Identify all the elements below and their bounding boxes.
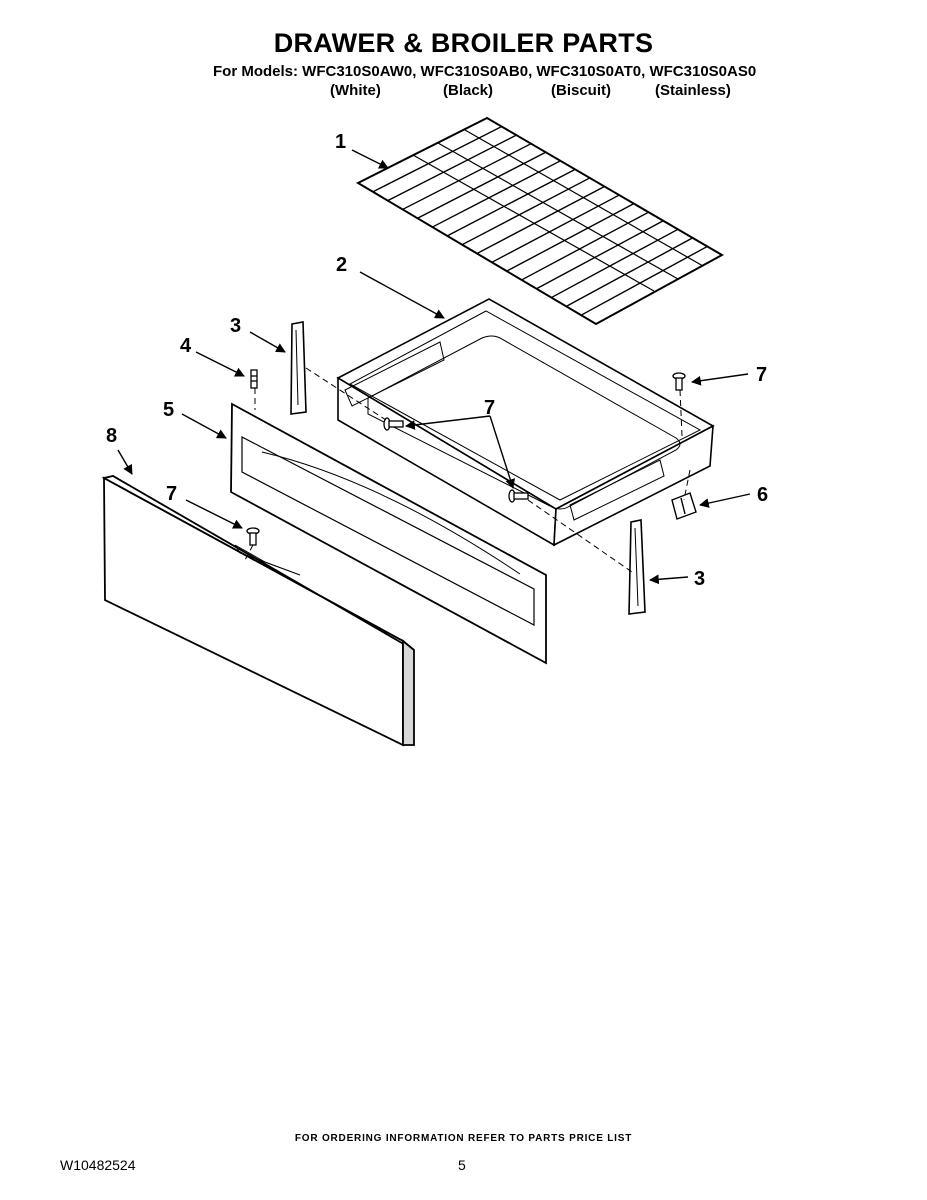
- callout-5: 5: [163, 399, 174, 421]
- rack-bar: [536, 220, 664, 290]
- assembly-lines: [244, 367, 691, 573]
- callout-7-right: 7: [756, 364, 767, 386]
- rack-bar: [580, 245, 708, 316]
- rack-bar: [491, 194, 620, 263]
- stud-screw: [250, 369, 258, 389]
- rack-bar: [387, 134, 517, 202]
- screw-pan-left: [383, 417, 404, 431]
- callout-4: 4: [180, 335, 192, 357]
- rack-bar: [417, 151, 547, 219]
- rack-bar: [521, 211, 649, 281]
- rack-bar: [372, 125, 503, 193]
- screw-door: [246, 527, 260, 546]
- callout-2: 2: [336, 254, 347, 276]
- broiler-rack: [355, 116, 725, 326]
- rack-bar: [476, 185, 605, 255]
- rack-bar: [432, 160, 561, 228]
- callout-7-pan: 7: [484, 397, 495, 419]
- color-black: (Black): [443, 82, 494, 99]
- callout-6: 6: [757, 484, 768, 506]
- drawer-support-left: [290, 321, 307, 415]
- color-biscuit: (Biscuit): [551, 82, 611, 99]
- rack-bar: [446, 168, 576, 237]
- color-stainless: (Stainless): [655, 82, 731, 99]
- ordering-note: FOR ORDERING INFORMATION REFER TO PARTS …: [294, 1133, 633, 1144]
- drawer-front-panel: [230, 402, 547, 665]
- broiler-drawer-pan: [336, 298, 715, 547]
- page-title: DRAWER & BROILER PARTS: [273, 28, 654, 58]
- callout-8: 8: [106, 425, 117, 447]
- page-number: 5: [458, 1157, 466, 1173]
- screw-right-top: [672, 372, 686, 391]
- drawer-support-right: [628, 519, 646, 615]
- rack-bar: [402, 143, 532, 211]
- callout-3-left: 3: [230, 315, 241, 337]
- rack-bar: [551, 228, 679, 299]
- leader-arrows: [117, 149, 751, 585]
- clip-bracket: [671, 492, 697, 520]
- color-white: (White): [330, 82, 381, 99]
- callout-3-right: 3: [694, 568, 705, 590]
- document-number: W10482524: [60, 1157, 136, 1173]
- models-line: For Models: WFC310S0AW0, WFC310S0AB0, WF…: [213, 63, 757, 80]
- screw-pan-right: [508, 489, 529, 503]
- rack-bar: [461, 177, 591, 246]
- callout-7-door: 7: [166, 483, 177, 505]
- rack-bar: [506, 203, 635, 272]
- callout-1: 1: [335, 131, 346, 153]
- drawer-door-panel: [101, 475, 415, 747]
- rack-bar: [565, 237, 693, 307]
